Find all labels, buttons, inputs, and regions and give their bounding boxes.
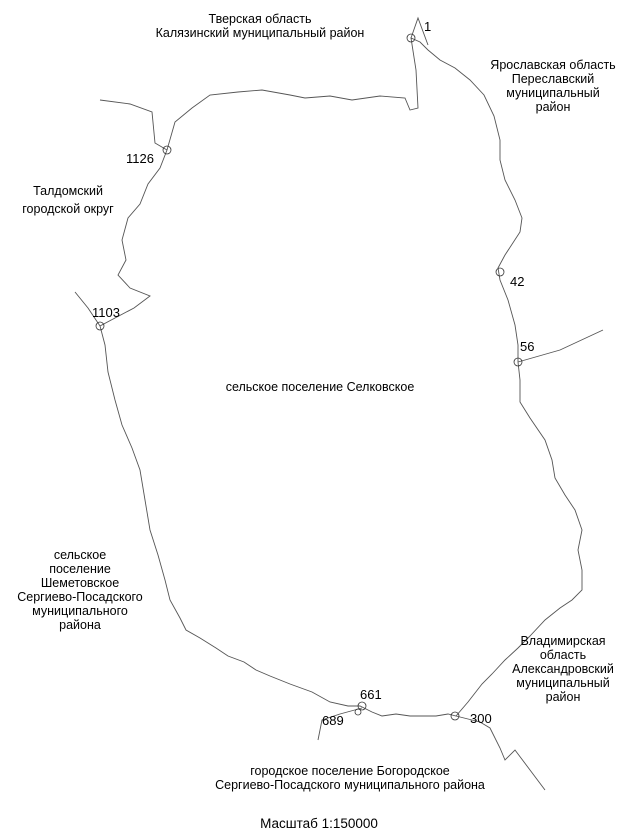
taldom-north-boundary bbox=[99, 99, 168, 151]
point-marker-1 bbox=[406, 33, 416, 43]
yaroslavl-line-3: муниципальный bbox=[506, 86, 600, 100]
vladimir-line-4: муниципальный bbox=[516, 676, 610, 690]
yaroslavl-line-2: Переславский bbox=[511, 72, 595, 86]
bogorodskoe-region-label: городское поселение Богородское Сергиево… bbox=[200, 764, 500, 792]
point-label-56: 56 bbox=[520, 339, 535, 354]
point-marker-42 bbox=[495, 267, 505, 277]
tver-region-label: Тверская область Калязинский муниципальн… bbox=[150, 12, 370, 40]
vladimir-line-3: Александровский bbox=[512, 662, 614, 676]
point-label-1103: 1103 bbox=[92, 305, 120, 320]
point-label-1126: 1126 bbox=[126, 151, 154, 166]
center-region-label: сельское поселение Селковское bbox=[200, 380, 440, 394]
tver-boundary bbox=[410, 16, 429, 46]
yaroslavl-region-label: Ярославская область Переславский муницип… bbox=[478, 58, 628, 114]
shemetovo-line-3: Шеметовское bbox=[40, 576, 120, 590]
point-marker-661 bbox=[357, 701, 367, 711]
bogorodskoe-east-boundary bbox=[455, 715, 546, 791]
yaroslavl-line-4: район bbox=[535, 100, 571, 114]
vladimir-line-1: Владимирская bbox=[520, 634, 606, 648]
vladimir-region-label: Владимирская область Александровский мун… bbox=[498, 634, 628, 704]
bogorodskoe-west-boundary bbox=[317, 707, 363, 741]
shemetovo-line-4: Сергиево-Посадского bbox=[17, 590, 143, 604]
taldom-line-2: городской округ bbox=[22, 202, 114, 216]
tver-line-2: Калязинский муниципальный район bbox=[155, 26, 365, 40]
center-line: сельское поселение Селковское bbox=[225, 380, 415, 394]
map-scale: Масштаб 1:150000 bbox=[260, 816, 378, 831]
point-label-1: 1 bbox=[424, 19, 432, 34]
settlement-boundary bbox=[99, 37, 583, 717]
point-marker-1103 bbox=[95, 321, 105, 331]
shemetovo-line-5: муниципального bbox=[32, 604, 128, 618]
shemetovo-region-label: сельское поселение Шеметовское Сергиево-… bbox=[0, 548, 160, 632]
taldom-region-label: Талдомский городской округ bbox=[8, 182, 128, 218]
tver-line-1: Тверская область bbox=[208, 12, 312, 26]
bogorodskoe-line-2: Сергиево-Посадского муниципального район… bbox=[215, 778, 485, 792]
point-marker-689 bbox=[354, 708, 362, 716]
shemetovo-line-6: района bbox=[59, 618, 101, 632]
point-label-42: 42 bbox=[510, 274, 525, 289]
point-label-689: 689 bbox=[322, 713, 344, 728]
point-marker-300 bbox=[450, 711, 460, 721]
vladimir-line-5: район bbox=[545, 690, 581, 704]
point-label-661: 661 bbox=[360, 687, 382, 702]
point-label-300: 300 bbox=[470, 711, 492, 726]
taldom-south-boundary bbox=[74, 291, 101, 327]
taldom-line-1: Талдомский bbox=[33, 184, 103, 198]
bogorodskoe-line-1: городское поселение Богородское bbox=[250, 764, 450, 778]
point-marker-1126 bbox=[162, 145, 172, 155]
shemetovo-line-2: поселение bbox=[49, 562, 111, 576]
shemetovo-line-1: сельское bbox=[53, 548, 107, 562]
point-marker-56 bbox=[513, 357, 523, 367]
yaroslavl-line-1: Ярославская область bbox=[490, 58, 616, 72]
vladimir-east-boundary bbox=[517, 329, 604, 363]
vladimir-line-2: область bbox=[539, 648, 587, 662]
